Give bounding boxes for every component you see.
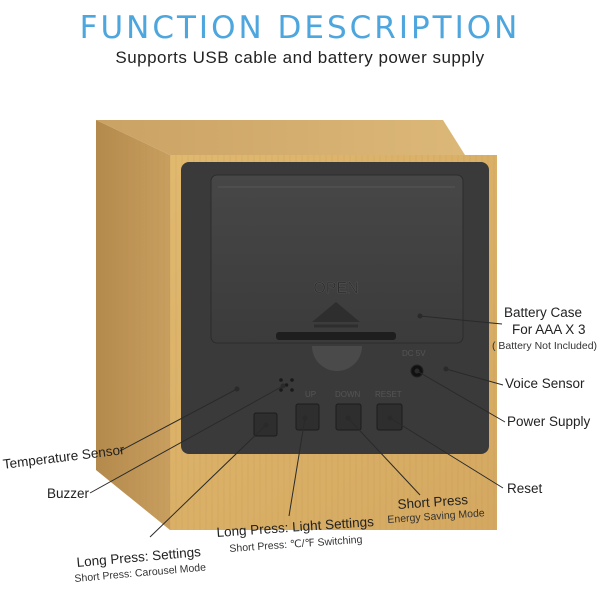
page-title: FUNCTION DESCRIPTION [79,10,521,46]
svg-text:RESET: RESET [375,390,402,399]
battery-case-label: Battery Case [504,305,583,320]
reset-label: Reset [507,481,543,496]
buzzer-label: Buzzer [47,486,90,501]
cube-top-face [96,120,465,155]
page-subtitle: Supports USB cable and battery power sup… [115,48,485,67]
battery-case-spec: For AAA X 3 [512,322,586,337]
buzzer-holes [279,378,294,392]
svg-text:DOWN: DOWN [335,390,361,399]
battery-slot [276,332,396,340]
battery-case-note: ( Battery Not Included) [492,340,598,352]
open-arrow [312,302,360,322]
battery-door [210,174,464,344]
power-supply-label: Power Supply [507,414,591,429]
svg-text:UP: UP [305,390,316,399]
callout-lines [89,313,506,538]
svg-text:DC 5V: DC 5V [402,349,426,358]
open-label: OPEN [313,280,358,297]
button-up [295,403,320,431]
voice-sensor-label: Voice Sensor [505,376,585,391]
